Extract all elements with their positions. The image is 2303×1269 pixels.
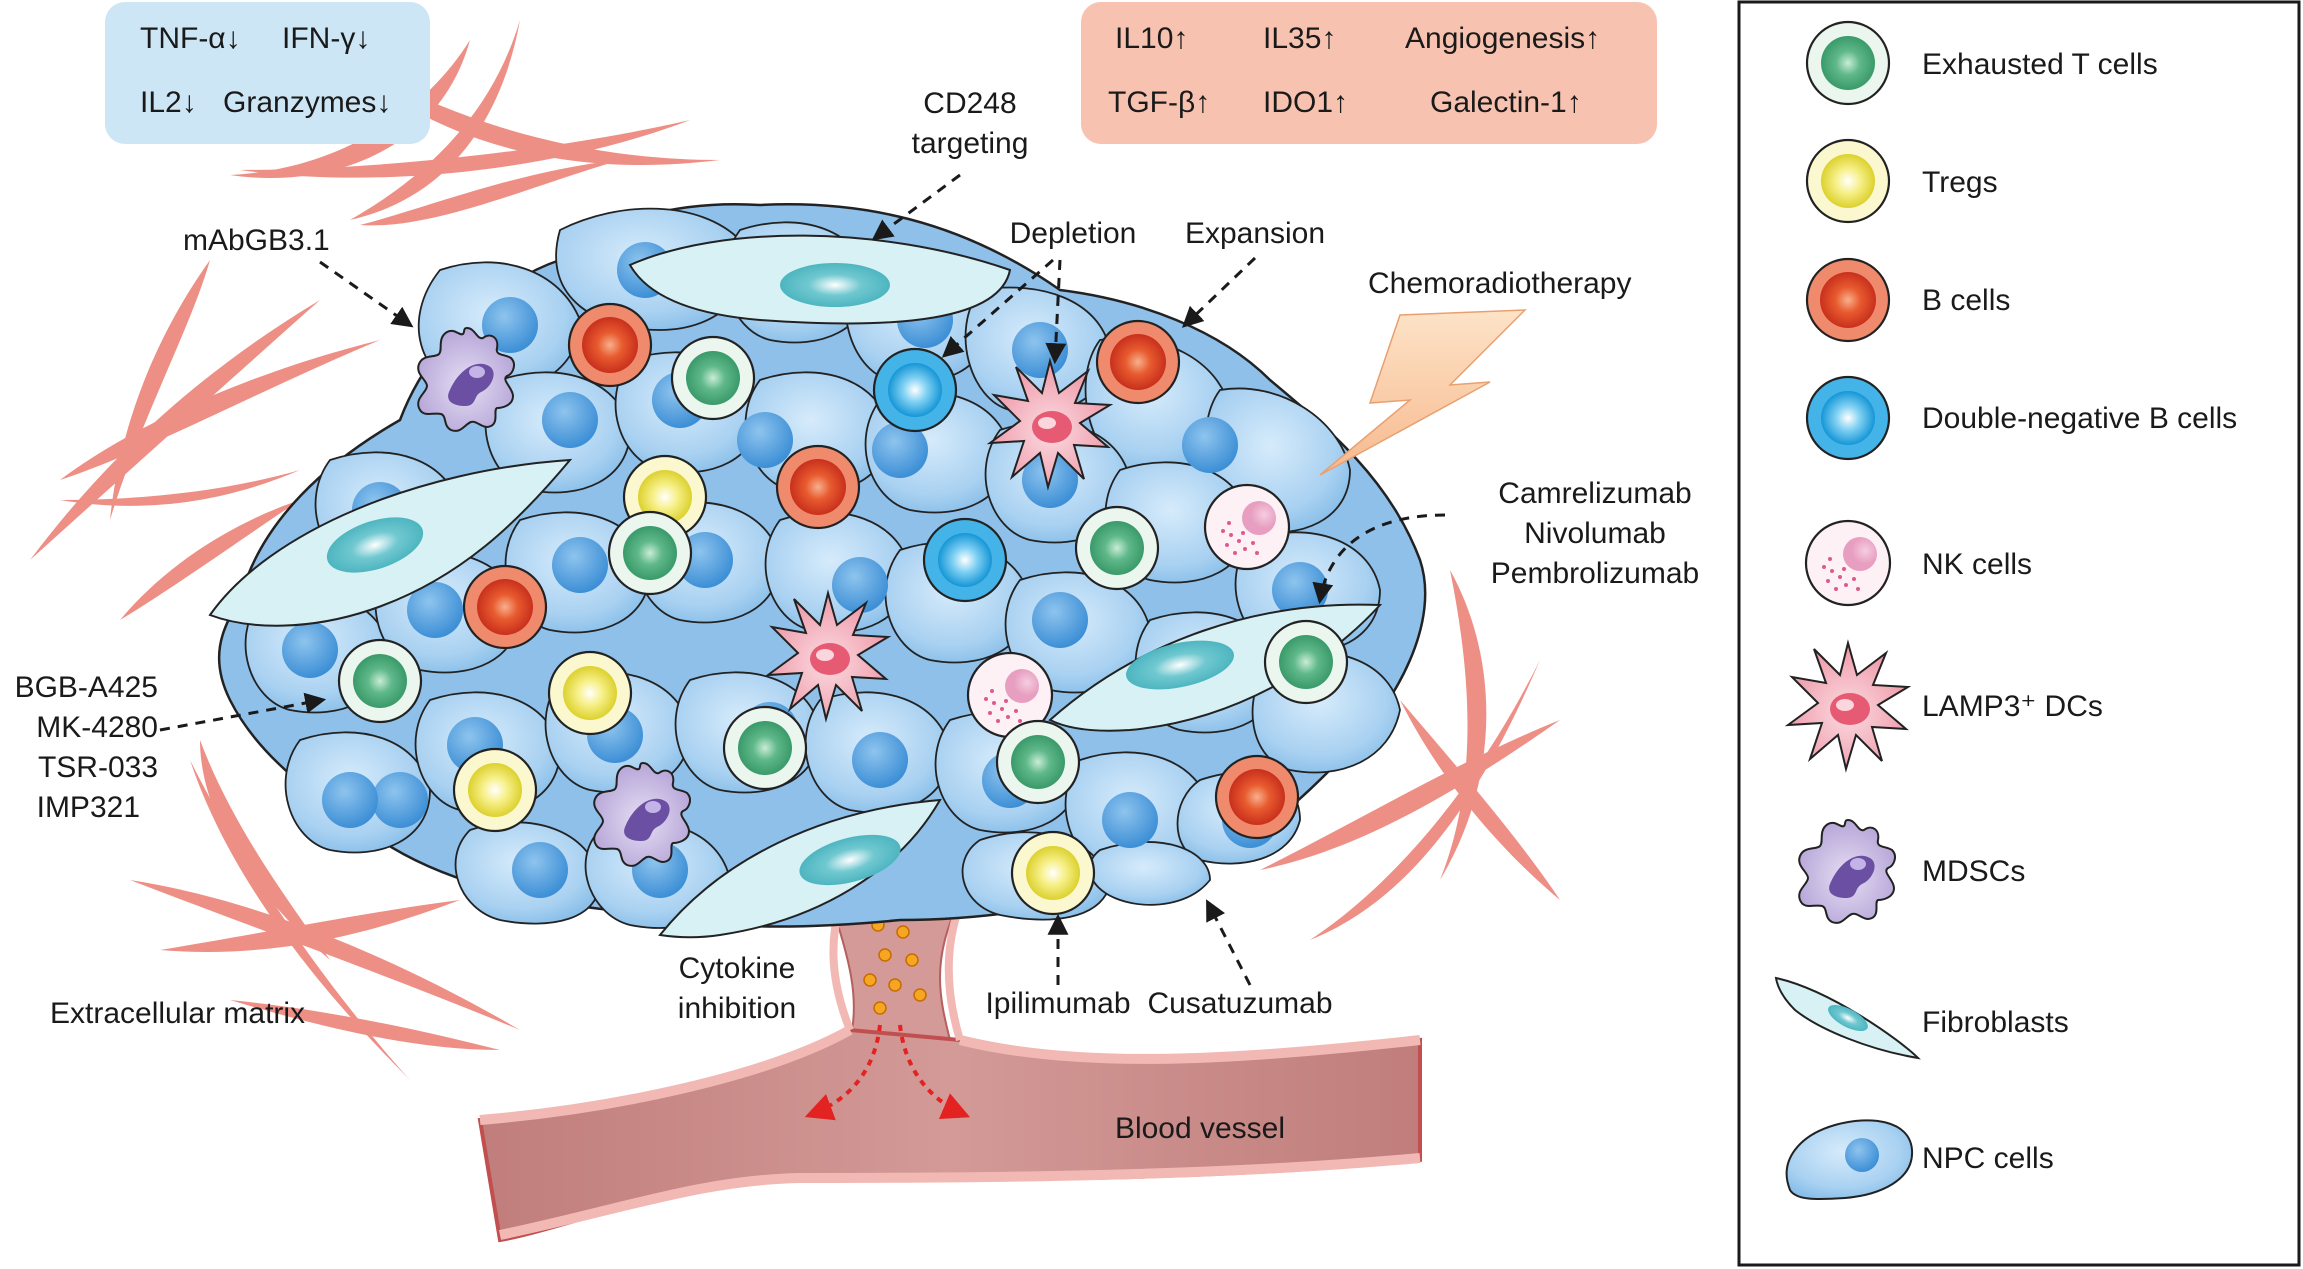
ipilimumab-label: Ipilimumab <box>985 987 1130 1020</box>
legend-label: B cells <box>1922 284 2010 317</box>
legend-label: Tregs <box>1922 166 1998 199</box>
legend-item: Exhausted T cells <box>1805 20 2158 106</box>
pd1-drug-label: Nivolumab <box>1524 517 1666 550</box>
legend-item: NK cells <box>1804 519 2032 607</box>
legend-label: Double-negative B cells <box>1922 402 2237 435</box>
chemoradiotherapy-label: Chemoradiotherapy <box>1368 267 1631 300</box>
lag3-drug-label: MK-4280 <box>36 711 158 744</box>
legend-item: LAMP3⁺ DCs <box>1787 642 2103 770</box>
legend-label: MDSCs <box>1922 855 2025 888</box>
extracellular-matrix-label: Extracellular matrix <box>50 997 305 1030</box>
cytokines-down-box: TNF-α↓ IFN-γ↓ IL2↓ Granzymes↓ <box>105 2 430 144</box>
cytokines-up-box: IL10↑ IL35↑ Angiogenesis↑ TGF-β↑ IDO1↑ G… <box>1081 2 1657 144</box>
cusatuzumab-label: Cusatuzumab <box>1147 987 1332 1020</box>
lag3-drug-label: TSR-033 <box>38 751 158 784</box>
mabgb3-label: mAbGB3.1 <box>183 224 330 257</box>
cytokine-inhibition-label: inhibition <box>678 992 796 1025</box>
b-cell-icon <box>1805 257 1891 343</box>
fibroblast-cell <box>658 798 942 939</box>
cytokine-up-label: TGF-β↑ <box>1108 86 1210 119</box>
legend-item: MDSCs <box>1798 819 2025 924</box>
legend-item: Double-negative B cells <box>1805 375 2237 461</box>
cd248-label: CD248 <box>923 87 1016 120</box>
nk-cell-icon <box>1804 519 1892 607</box>
cytokine-up-label: IL35↑ <box>1263 22 1336 55</box>
fibroblasts-in-tumor <box>208 234 1383 939</box>
lag3-drug-label: BGB-A425 <box>15 671 158 704</box>
cytokine-up-label: Galectin-1↑ <box>1430 86 1582 119</box>
legend-label: Exhausted T cells <box>1922 48 2158 81</box>
pd1-drug-label: Camrelizumab <box>1498 477 1691 510</box>
fibroblast-cell <box>208 458 573 627</box>
cytokine-down-label: IFN-γ↓ <box>282 22 370 55</box>
lag3-drug-label: IMP321 <box>37 791 140 824</box>
legend-item: NPC cells <box>1785 1119 2054 1200</box>
double-negative-b-cell-icon <box>1805 375 1891 461</box>
legend-label: LAMP3⁺ DCs <box>1922 690 2103 723</box>
extracellular-matrix-fibers <box>30 20 1560 1080</box>
legend-label: NK cells <box>1922 548 2032 581</box>
legend-item: Fibroblasts <box>1774 976 2069 1060</box>
cd248-targeting-label: targeting <box>912 127 1029 160</box>
blood-vessel-label: Blood vessel <box>1115 1112 1285 1145</box>
blood-vessel <box>477 903 1422 1243</box>
expansion-label: Expansion <box>1185 217 1325 250</box>
therapy-annotations: mAbGB3.1 CD248 targeting Depletion Expan… <box>15 87 1700 1145</box>
fibroblast-cell <box>628 234 1012 325</box>
depletion-label: Depletion <box>1010 217 1137 250</box>
cytokine-down-label: TNF-α↓ <box>140 22 241 55</box>
exhausted-t-cell-icon <box>1805 20 1891 106</box>
cytokine-down-label: Granzymes↓ <box>223 86 391 119</box>
cytokine-release-arrows <box>804 1024 971 1121</box>
cytokine-up-label: IDO1↑ <box>1263 86 1348 119</box>
chemoradiotherapy-bolt-icon <box>1319 309 1527 476</box>
treg-icon <box>1805 138 1891 224</box>
cytokine-inhibition-label: Cytokine <box>679 952 796 985</box>
fibroblast-icon <box>1774 976 1921 1060</box>
legend-label: Fibroblasts <box>1922 1006 2069 1039</box>
cytokine-down-label: IL2↓ <box>140 86 197 119</box>
legend-label: NPC cells <box>1922 1142 2054 1175</box>
pd1-drug-label: Pembrolizumab <box>1491 557 1699 590</box>
cytokine-up-label: IL10↑ <box>1115 22 1188 55</box>
npc-cell-icon <box>1785 1119 1914 1200</box>
legend-item: Tregs <box>1805 138 1998 224</box>
legend: Exhausted T cells Tregs B cells Double-n… <box>1737 0 2301 1267</box>
legend-item: B cells <box>1805 257 2010 343</box>
cytokine-up-label: Angiogenesis↑ <box>1405 22 1600 55</box>
